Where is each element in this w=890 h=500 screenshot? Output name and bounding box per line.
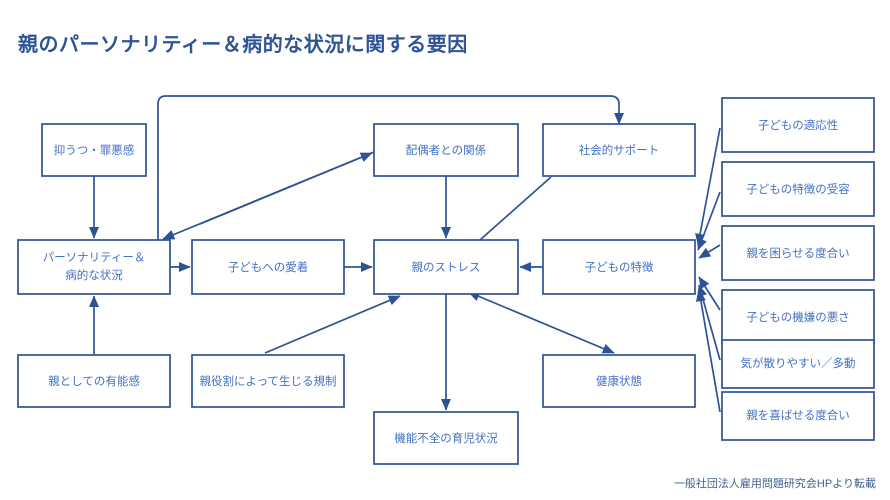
node-parent-stress[interactable]: 親のストレス xyxy=(373,239,519,295)
node-distractibility-label: 気が散りやすい／多動 xyxy=(741,356,856,370)
node-role-restriction[interactable]: 親役割によって生じる規制 xyxy=(191,354,345,408)
node-troublesomeness-label: 親を困らせる度合い xyxy=(746,246,849,260)
edge-personality-to-spouse-relation-head xyxy=(199,152,373,225)
node-personality[interactable]: パーソナリティー＆ 病的な状況 xyxy=(17,239,171,295)
node-depression[interactable]: 抑うつ・罪悪感 xyxy=(41,123,147,177)
page-title: 親のパーソナリティー＆病的な状況に関する要因 xyxy=(18,34,468,56)
node-attachment-label: 子どもへの愛着 xyxy=(228,260,309,274)
node-personality-label-line2: 病的な状況 xyxy=(65,268,123,282)
node-spouse-relation-label: 配偶者との関係 xyxy=(406,144,486,157)
edge-child-adaptability-to-child-traits xyxy=(695,127,721,246)
node-child-traits-label: 子どもの特徴 xyxy=(585,260,654,274)
edge-social-support-to-parent-stress xyxy=(479,176,552,241)
node-dysfunctional[interactable]: 機能不全の育児状況 xyxy=(373,411,519,465)
node-role-restriction-label: 親役割によって生じる規制 xyxy=(199,374,336,388)
edge-trait-acceptance-to-child-traits xyxy=(697,191,721,251)
node-pleasing-parent[interactable]: 親を喜ばせる度合い xyxy=(721,391,875,441)
node-dysfunctional-label: 機能不全の育児状況 xyxy=(394,431,498,445)
edge-parent-stress-health-status xyxy=(467,291,615,354)
edge-troublesomeness-to-child-traits xyxy=(698,244,721,259)
node-pleasing-parent-label: 親を喜ばせる度合い xyxy=(746,408,850,422)
node-troublesomeness[interactable]: 親を困らせる度合い xyxy=(721,225,875,281)
edge-pleasing-parent-to-child-traits xyxy=(695,289,721,413)
node-social-support[interactable]: 社会的サポート xyxy=(542,123,696,177)
node-parent-competence[interactable]: 親としての有能感 xyxy=(17,354,171,408)
edge-child-moodiness-to-child-traits xyxy=(698,276,721,311)
node-health-status[interactable]: 健康状態 xyxy=(542,354,696,408)
node-trait-acceptance[interactable]: 子どもの特徴の受容 xyxy=(721,161,875,217)
source-credit: 一般社団法人雇用問題研究会HPより転載 xyxy=(673,478,876,490)
node-child-adaptability[interactable]: 子どもの適応性 xyxy=(721,97,875,153)
node-depression-label: 抑うつ・罪悪感 xyxy=(54,143,135,157)
node-parent-competence-label: 親としての有能感 xyxy=(48,374,140,388)
node-attachment[interactable]: 子どもへの愛着 xyxy=(191,239,345,295)
node-health-status-label: 健康状態 xyxy=(596,374,642,388)
node-personality-label-line1: パーソナリティー＆ xyxy=(43,251,146,264)
node-child-adaptability-label: 子どもの適応性 xyxy=(758,118,839,132)
node-child-moodiness-label: 子どもの機嫌の悪さ xyxy=(746,310,850,324)
node-child-moodiness[interactable]: 子どもの機嫌の悪さ xyxy=(721,289,875,345)
node-trait-acceptance-label: 子どもの特徴の受容 xyxy=(746,182,850,196)
node-social-support-label: 社会的サポート xyxy=(579,143,660,157)
node-child-traits[interactable]: 子どもの特徴 xyxy=(542,239,696,295)
node-parent-stress-label: 親のストレス xyxy=(412,261,481,274)
edge-role-restriction-to-parent-stress xyxy=(264,295,401,354)
edge-personality-to-social-support xyxy=(157,95,625,240)
node-distractibility[interactable]: 気が散りやすい／多動 xyxy=(721,339,875,389)
node-spouse-relation[interactable]: 配偶者との関係 xyxy=(373,123,519,177)
